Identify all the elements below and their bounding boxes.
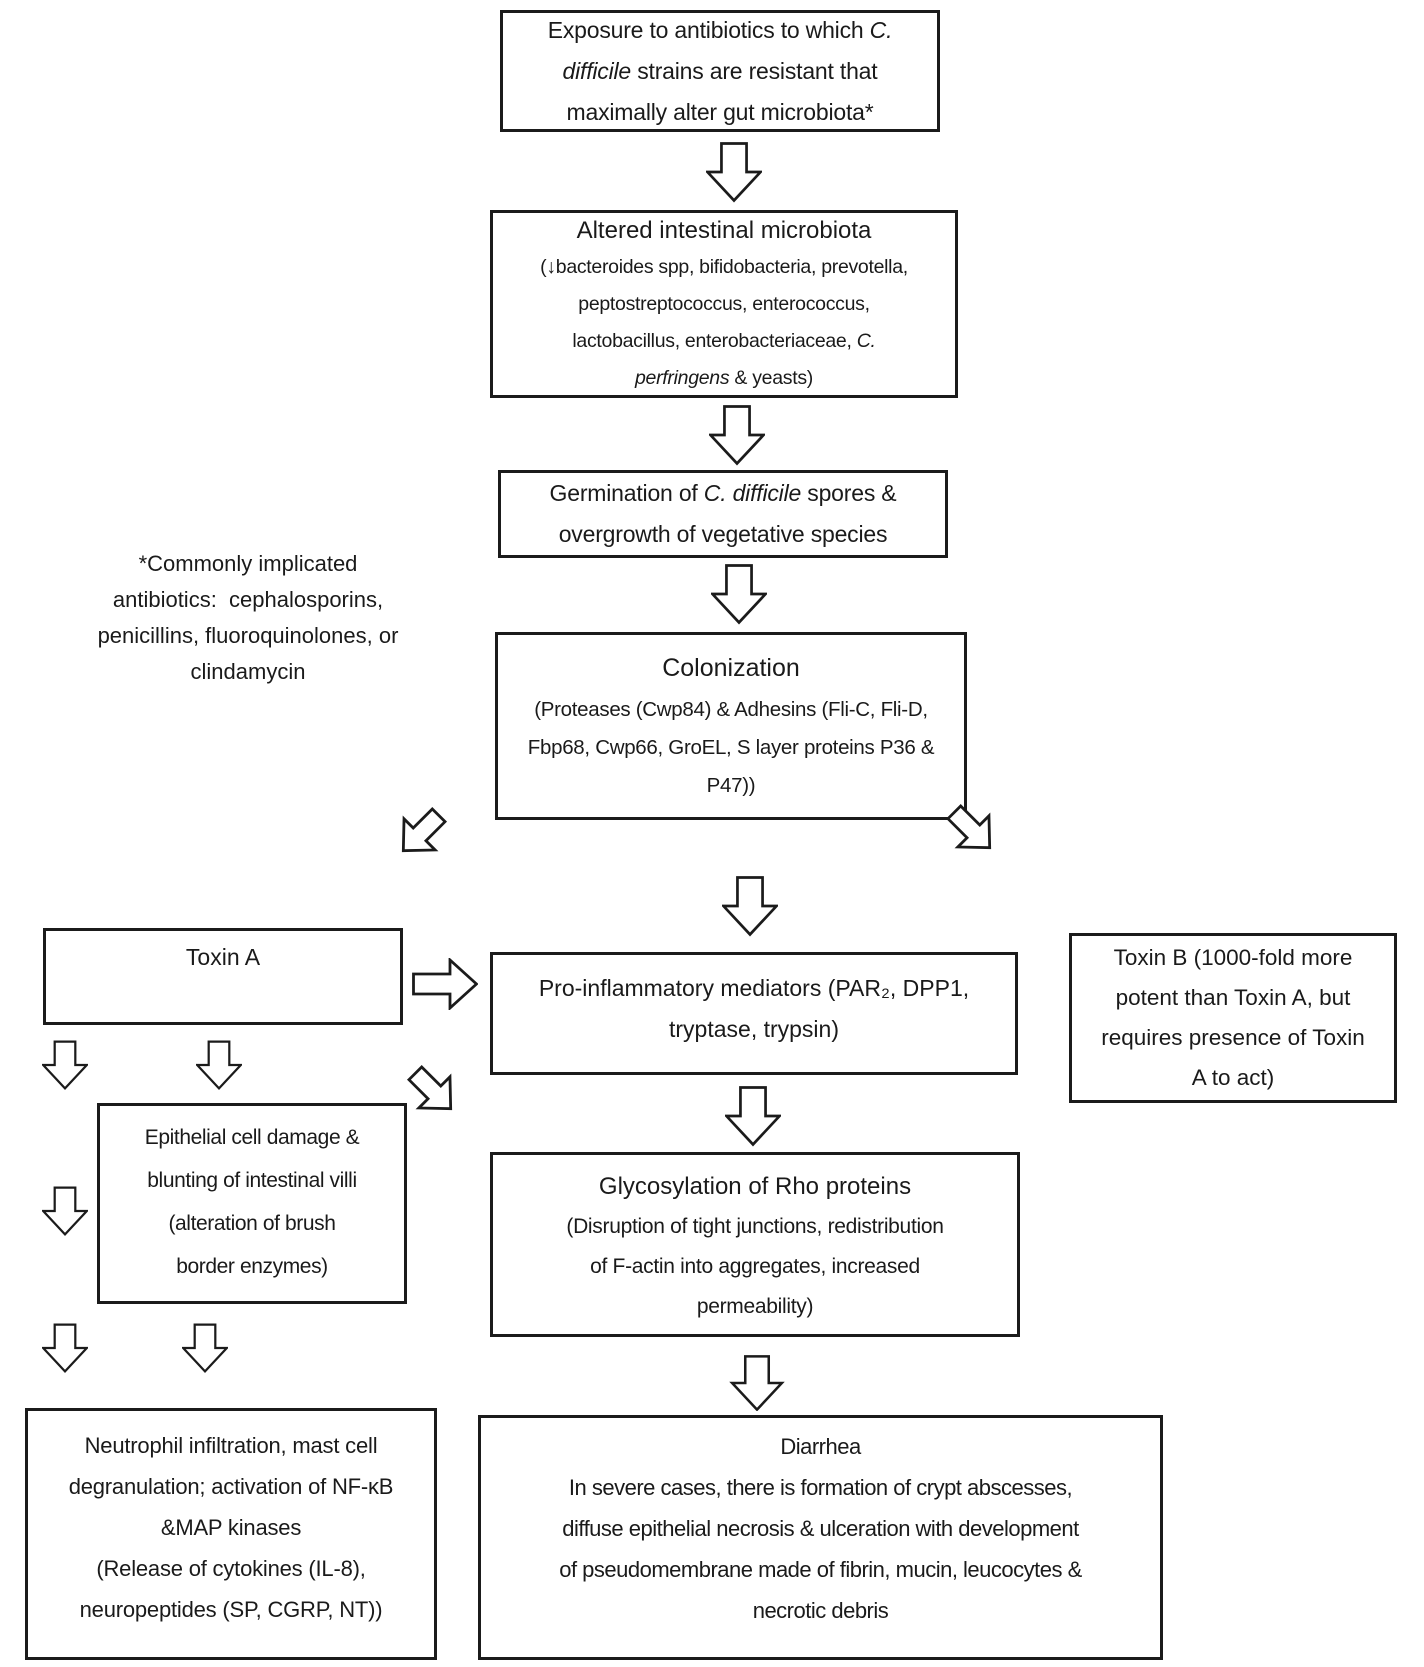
box-altered-microbiota: Altered intestinal microbiota (↓bacteroi… — [490, 210, 958, 398]
text-line: Neutrophil infiltration, mast cell — [84, 1433, 378, 1458]
text-line: *Commonly implicated — [138, 551, 358, 576]
note-implicated-antibiotics: *Commonly implicated antibiotics: cephal… — [58, 546, 438, 690]
text-line: blunting of intestinal villi — [147, 1169, 357, 1192]
text-line: permeability) — [696, 1295, 814, 1318]
box-germination: Germination of C. difficile spores & ove… — [498, 470, 948, 558]
box-epithelial-damage: Epithelial cell damage & blunting of int… — [97, 1103, 407, 1304]
text-line: maximally alter gut microbiota* — [566, 98, 874, 125]
text-line: lactobacillus, enterobacteriaceae, C. — [572, 329, 876, 352]
text-line: In severe cases, there is formation of c… — [568, 1475, 1073, 1500]
text-line: penicillins, fluoroquinolones, or — [97, 623, 399, 648]
box-pro-inflammatory-mediators: Pro-inflammatory mediators (PAR₂, DPP1, … — [490, 952, 1018, 1075]
text-line: A to act) — [1191, 1065, 1275, 1090]
arrow-down-icon — [725, 1086, 781, 1147]
text-line: tryptase, trypsin) — [669, 1016, 839, 1042]
text-line: degranulation; activation of NF-κB — [68, 1474, 394, 1499]
arrow-down-right-icon — [945, 803, 992, 850]
box-colonization: Colonization (Proteases (Cwp84) & Adhesi… — [495, 632, 967, 820]
text-line: Epithelial cell damage & — [144, 1126, 360, 1149]
arrow-down-icon — [42, 1040, 88, 1091]
box-title: Altered intestinal microbiota — [576, 216, 872, 244]
arrow-down-icon — [196, 1040, 242, 1091]
box-toxin-a: Toxin A — [43, 928, 403, 1025]
text-line: of F-actin into aggregates, increased — [590, 1255, 920, 1278]
text-line: clindamycin — [190, 659, 306, 684]
text-line: necrotic debris — [752, 1598, 889, 1623]
text-line: (Release of cytokines (IL-8), — [96, 1556, 366, 1581]
box-glycosylation-rho: Glycosylation of Rho proteins (Disruptio… — [490, 1152, 1020, 1337]
text-line: requires presence of Toxin — [1101, 1025, 1365, 1050]
box-exposure-antibiotics: Exposure to antibiotics to which C. diff… — [500, 10, 940, 132]
text-line: perfringens & yeasts) — [635, 366, 813, 389]
arrow-down-icon — [42, 1186, 88, 1237]
arrow-down-icon — [711, 564, 767, 625]
text-line: Toxin B (1000-fold more — [1113, 945, 1353, 970]
text-line: potent than Toxin A, but — [1115, 985, 1351, 1010]
text-line: border enzymes) — [176, 1255, 328, 1278]
text-line: Fbp68, Cwp66, GroEL, S layer proteins P3… — [527, 736, 935, 759]
arrow-down-icon — [722, 876, 778, 937]
arrow-down-icon — [706, 142, 762, 203]
arrow-down-icon — [709, 405, 765, 466]
arrow-down-icon — [182, 1323, 228, 1374]
text-line: Exposure to antibiotics to which C. — [547, 16, 893, 43]
text-line: Pro-inflammatory mediators (PAR₂, DPP1, — [538, 975, 970, 1001]
text-line: peptostreptococcus, enterococcus, — [578, 292, 870, 315]
text-line: P47)) — [706, 774, 756, 797]
box-toxin-b: Toxin B (1000-fold more potent than Toxi… — [1069, 933, 1397, 1103]
arrow-down-icon — [729, 1355, 785, 1411]
arrow-down-left-icon — [401, 806, 448, 853]
text-line: overgrowth of vegetative species — [558, 521, 888, 547]
box-title: Colonization — [662, 654, 800, 682]
text-line: &MAP kinases — [160, 1515, 302, 1540]
text-line: difficile strains are resistant that — [562, 57, 878, 84]
arrow-right-icon — [412, 958, 478, 1010]
box-title: Glycosylation of Rho proteins — [598, 1173, 912, 1200]
text-line: (alteration of brush — [168, 1212, 336, 1235]
text-line: diffuse epithelial necrosis & ulceration… — [562, 1516, 1079, 1541]
text-line: Germination of C. difficile spores & — [549, 480, 897, 506]
text-line: neuropeptides (SP, CGRP, NT)) — [79, 1597, 383, 1622]
text-line: of pseudomembrane made of fibrin, mucin,… — [559, 1557, 1082, 1582]
text-line: Toxin A — [185, 944, 261, 970]
arrow-down-right-icon — [406, 1064, 453, 1111]
box-diarrhea: Diarrhea In severe cases, there is forma… — [478, 1415, 1163, 1660]
box-neutrophil-infiltration: Neutrophil infiltration, mast cell degra… — [25, 1408, 437, 1660]
box-title: Diarrhea — [780, 1434, 861, 1459]
text-line: (Proteases (Cwp84) & Adhesins (Fli-C, Fl… — [534, 698, 928, 721]
text-line: (↓bacteroides spp, bifidobacteria, prevo… — [540, 255, 908, 278]
text-line: antibiotics: cephalosporins, — [112, 587, 384, 612]
arrow-down-icon — [42, 1323, 88, 1374]
text-line: (Disruption of tight junctions, redistri… — [566, 1215, 944, 1238]
